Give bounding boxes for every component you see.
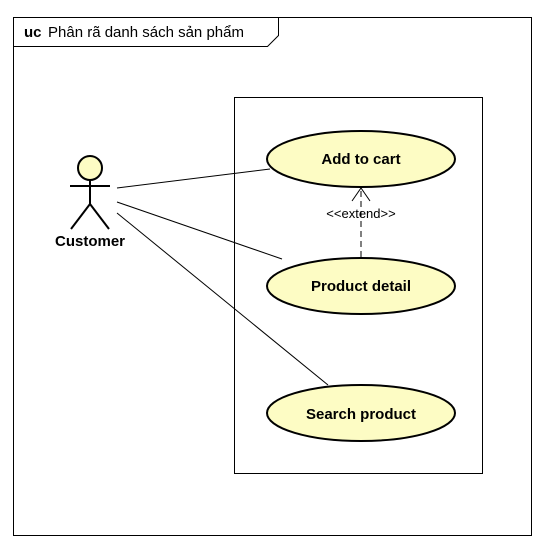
usecase-product-detail: Product detail — [266, 257, 456, 315]
association-product-detail — [116, 201, 283, 260]
actor-right-leg — [89, 203, 110, 230]
frame-title-tab — [13, 17, 279, 47]
actor-left-leg — [70, 203, 91, 230]
association-add-to-cart — [116, 168, 271, 189]
association-search-product — [116, 212, 329, 386]
frame-keyword: uc — [24, 24, 42, 41]
extend-label: <<extend>> — [326, 206, 395, 221]
usecase-add-to-cart-label: Add to cart — [321, 151, 400, 168]
usecase-add-to-cart: Add to cart — [266, 130, 456, 188]
system-boundary — [234, 97, 483, 474]
usecase-product-detail-label: Product detail — [311, 278, 411, 295]
actor-customer: Customer — [55, 155, 125, 250]
usecase-search-product-label: Search product — [306, 406, 416, 423]
actor-head-icon — [77, 155, 103, 181]
usecase-search-product: Search product — [266, 384, 456, 442]
frame-title: Phân rã danh sách sản phẩm — [48, 24, 244, 41]
actor-label: Customer — [55, 233, 125, 250]
diagram-frame — [13, 17, 532, 536]
